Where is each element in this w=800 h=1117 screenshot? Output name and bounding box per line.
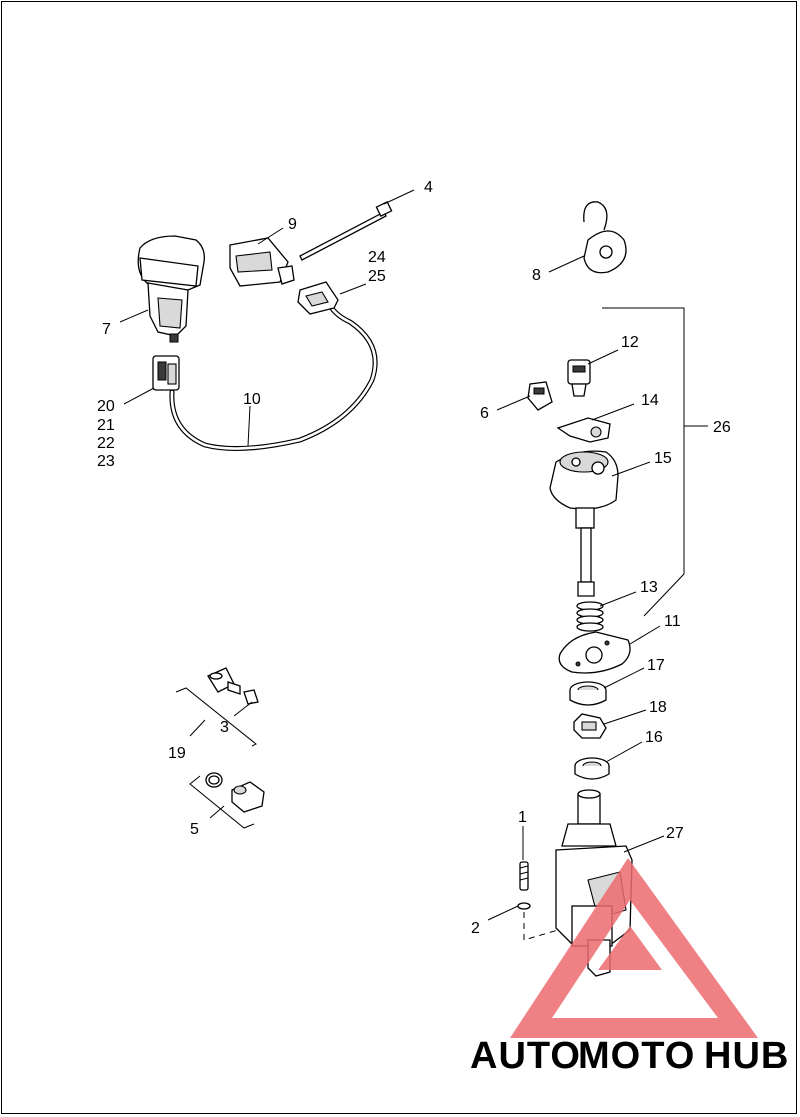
callout-3: 3 (220, 719, 229, 736)
callout-14: 14 (641, 392, 659, 409)
watermark-text-auto: AUTO (470, 1035, 581, 1077)
callout-13: 13 (640, 579, 658, 596)
leader-lines (119, 189, 708, 921)
part-12-key (567, 359, 591, 397)
part-7-switch-housing (137, 235, 205, 343)
part-14-plate (556, 417, 611, 443)
callout-27: 27 (666, 825, 684, 842)
callout-25: 25 (368, 268, 386, 285)
part-17-bushing (569, 681, 607, 706)
callout-26: 26 (713, 419, 731, 436)
watermark-text-moto: MOTO (578, 1035, 695, 1077)
callout-21: 21 (97, 417, 115, 434)
part-9-connector-block (229, 237, 295, 287)
part-18-retainer (573, 713, 607, 739)
part-20-connector (152, 355, 180, 391)
callout-4: 4 (424, 179, 433, 196)
callout-10: 10 (243, 391, 261, 408)
part-10-wire-harness (169, 302, 378, 452)
callout-12: 12 (621, 334, 639, 351)
part-6-key (527, 381, 553, 411)
callout-labels: 4 9 24 25 7 20 21 22 23 10 8 12 6 14 26 … (97, 179, 731, 937)
callout-16: 16 (645, 729, 663, 746)
part-24-connector (297, 281, 339, 315)
callout-23: 23 (97, 453, 115, 470)
part-16-nut (574, 757, 610, 780)
callout-8: 8 (532, 267, 541, 284)
callout-9: 9 (288, 216, 297, 233)
callout-24: 24 (368, 249, 386, 266)
callout-22: 22 (97, 435, 115, 452)
callout-20: 20 (97, 398, 115, 415)
callout-17: 17 (647, 657, 665, 674)
watermark-logo: AUTO MOTO HUB (470, 858, 789, 1077)
callout-19: 19 (168, 745, 186, 762)
part-4-cable-strap (299, 201, 393, 261)
callout-2: 2 (471, 920, 480, 937)
part-5-plug-oring (205, 772, 265, 813)
part-11-plate (558, 631, 631, 674)
part-3-fitting (243, 689, 259, 705)
callout-6: 6 (480, 405, 489, 422)
watermark-triangle-inner (598, 926, 662, 970)
part-8-key-tag (583, 201, 627, 274)
callout-11: 11 (664, 613, 681, 630)
part-1-screw (519, 861, 529, 891)
callout-7: 7 (102, 321, 111, 338)
callout-1: 1 (518, 809, 527, 826)
part-13-spring (576, 601, 604, 632)
part-15-switch-knob (549, 450, 619, 597)
watermark-text-hub: HUB (704, 1035, 789, 1077)
watermark-triangle-outer (510, 858, 758, 1038)
callout-18: 18 (649, 699, 667, 716)
callout-15: 15 (654, 450, 672, 467)
callout-5: 5 (190, 821, 199, 838)
part-2-washer (517, 902, 559, 941)
part-19-sensor-assembly (207, 667, 241, 695)
